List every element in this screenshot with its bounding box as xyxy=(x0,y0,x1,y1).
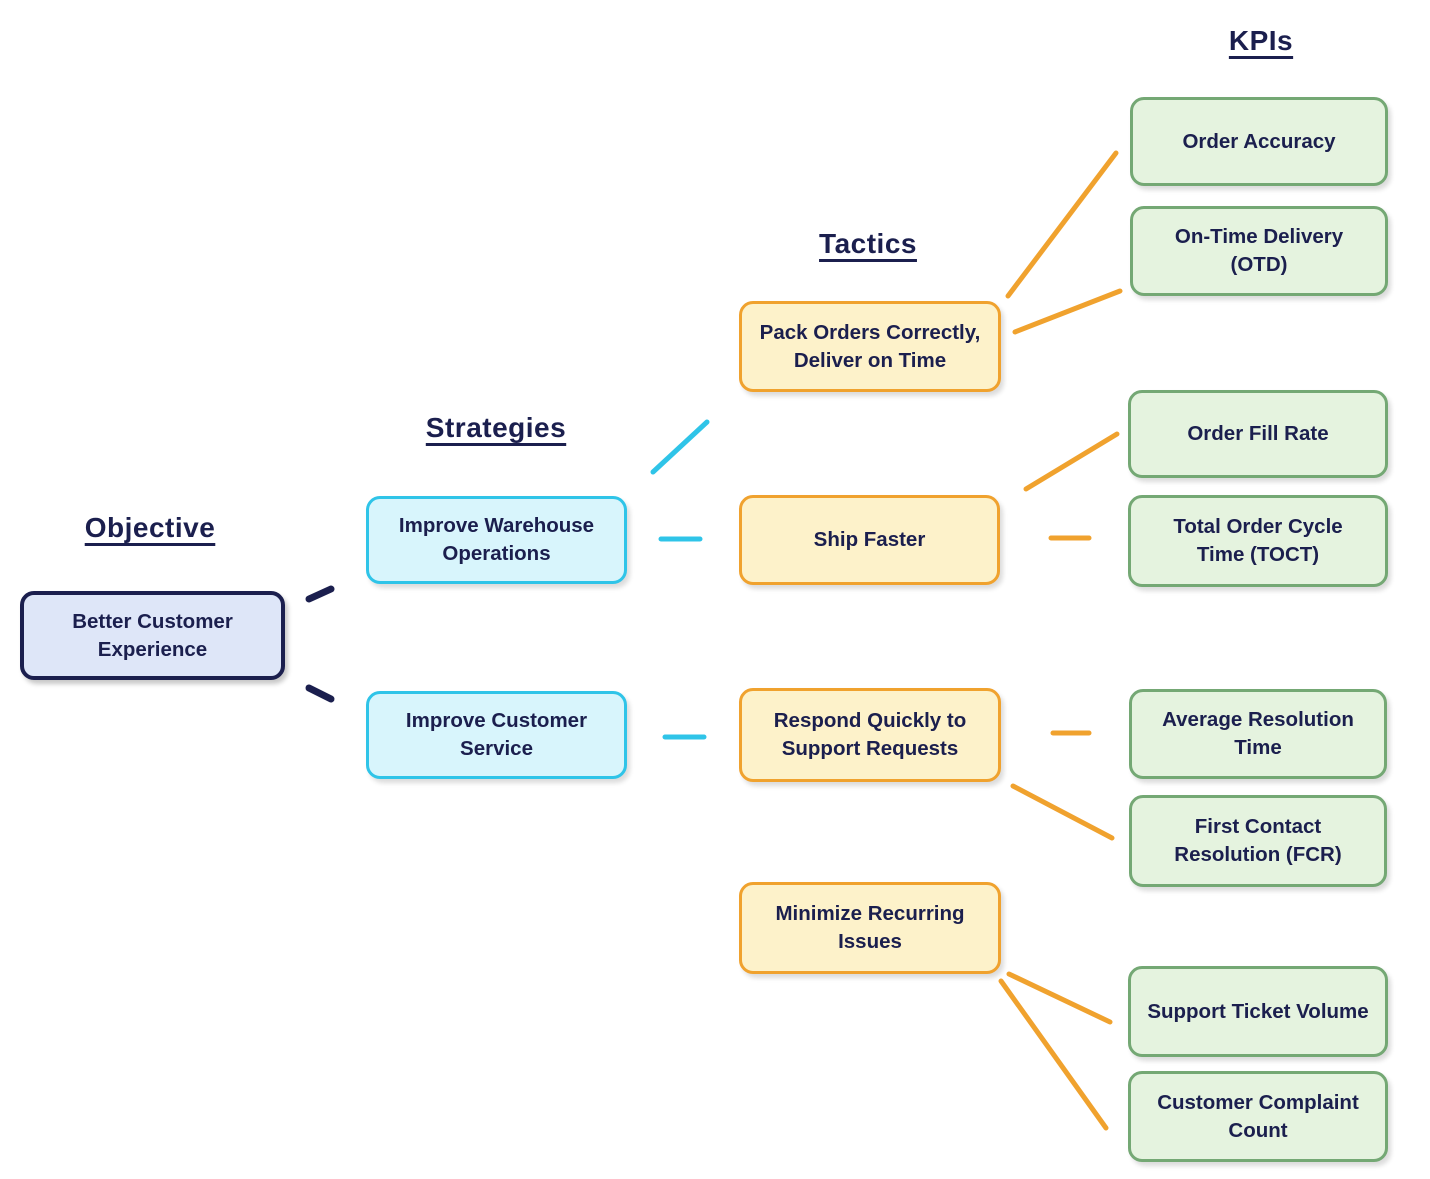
kpi-node-order-fill-rate: Order Fill Rate xyxy=(1128,390,1388,478)
connector-pack-orders-otd xyxy=(1012,288,1123,335)
connector-ship-faster-order-fill-rate xyxy=(1023,431,1120,492)
strategy-node-improve-warehouse-operations: Improve Warehouse Operations xyxy=(366,496,627,584)
tactic-node-minimize-recurring-issues: Minimize Recurring Issues xyxy=(739,882,1001,974)
kpi-node-order-accuracy: Order Accuracy xyxy=(1130,97,1388,186)
connector-pack-orders-order-accuracy xyxy=(1005,150,1119,299)
tactic-node-pack-orders-correctly: Pack Orders Correctly, Deliver on Time xyxy=(739,301,1001,392)
kpi-node-total-order-cycle-time: Total Order Cycle Time (TOCT) xyxy=(1128,495,1388,587)
kpi-node-customer-complaint-count: Customer Complaint Count xyxy=(1128,1071,1388,1162)
tactic-node-respond-quickly: Respond Quickly to Support Requests xyxy=(739,688,1001,782)
kpi-node-support-ticket-volume: Support Ticket Volume xyxy=(1128,966,1388,1057)
tactic-node-ship-faster: Ship Faster xyxy=(739,495,1000,585)
kpi-node-first-contact-resolution: First Contact Resolution (FCR) xyxy=(1129,795,1387,887)
connector-minimize-complaint-count xyxy=(998,978,1109,1131)
strategies-column-header: Strategies xyxy=(425,412,567,443)
connector-warehouse-pack-orders xyxy=(650,419,710,475)
strategy-node-improve-customer-service: Improve Customer Service xyxy=(366,691,627,779)
kpi-node-average-resolution-time: Average Resolution Time xyxy=(1129,689,1387,779)
connector-minimize-ticket-volume xyxy=(1006,971,1113,1025)
connector-respond-fcr xyxy=(1010,783,1115,841)
tactics-column-header: Tactics xyxy=(819,228,917,259)
kpis-column-header: KPIs xyxy=(1228,25,1294,56)
objective-column-header: Objective xyxy=(84,512,216,543)
kpi-node-on-time-delivery: On-Time Delivery (OTD) xyxy=(1130,206,1388,296)
connector-objective-strategy-service xyxy=(305,684,335,703)
connector-objective-strategy-warehouse xyxy=(305,585,335,603)
objective-node-better-customer-experience: Better Customer Experience xyxy=(20,591,285,680)
